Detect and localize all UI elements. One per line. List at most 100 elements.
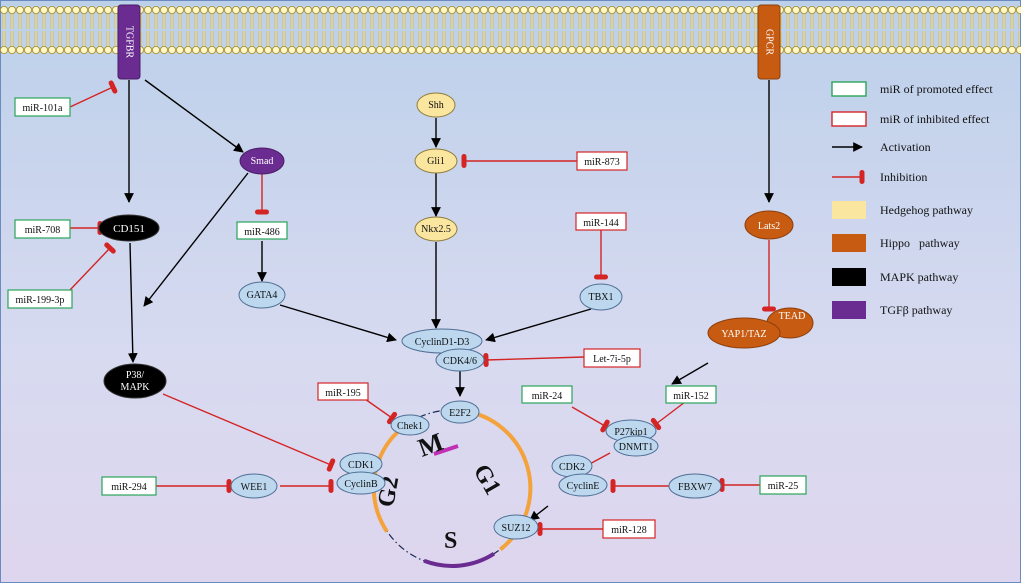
mir199-box: miR-199-3p <box>7 289 73 309</box>
svg-text:SUZ12: SUZ12 <box>502 523 531 534</box>
svg-text:Smad: Smad <box>251 156 274 167</box>
nodes: Smad CD151 P38/ MAPK Shh Gli1 Nkx2.5 GAT… <box>98 92 814 540</box>
arrow-tbx1-cyclind <box>485 308 592 343</box>
legend-hedgehog-swatch <box>832 201 866 219</box>
gata4-node: GATA4 <box>238 281 286 309</box>
legend-mapk: MAPK pathway <box>832 268 958 286</box>
let7i-box: Let-7i-5p <box>583 348 641 368</box>
mir294-box: miR-294 <box>101 476 157 496</box>
legend-inhibited-swatch <box>831 111 867 127</box>
svg-text:Chek1: Chek1 <box>397 421 423 432</box>
svg-text:miR-101a: miR-101a <box>23 103 64 114</box>
svg-text:P27kip1: P27kip1 <box>614 427 647 438</box>
legend-hippo: Hippo pathway <box>832 234 960 252</box>
legend-activation-label: Activation <box>880 140 931 154</box>
legend-hedgehog-label: Hedgehog pathway <box>880 203 973 217</box>
legend-promoted-label: miR of promoted effect <box>880 82 993 96</box>
tgfbr-receptor: TGFBR <box>117 4 141 80</box>
svg-text:DNMT1: DNMT1 <box>619 442 653 453</box>
svg-text:Shh: Shh <box>428 100 444 111</box>
arrow-yap-mir152 <box>671 362 709 385</box>
cell-membrane <box>0 3 1021 63</box>
cyclinb-node: CyclinB <box>336 471 386 495</box>
svg-text:TEAD: TEAD <box>779 311 806 322</box>
lats2-node: Lats2 <box>744 210 794 240</box>
chek1-node: Chek1 <box>390 414 430 436</box>
svg-text:miR-873: miR-873 <box>584 157 620 168</box>
legend-tgfb: TGFβ pathway <box>832 301 952 319</box>
legend-mapk-swatch <box>832 268 866 286</box>
svg-text:miR-144: miR-144 <box>583 218 619 229</box>
svg-text:CDK2: CDK2 <box>559 462 585 473</box>
svg-text:miR-128: miR-128 <box>611 525 647 536</box>
gpcr-label: GPCR <box>764 29 775 55</box>
mir486-box: miR-486 <box>236 221 288 240</box>
svg-text:CDK1: CDK1 <box>348 460 374 471</box>
svg-text:Let-7i-5p: Let-7i-5p <box>593 354 631 365</box>
mirna-boxes: miR-101a miR-708 miR-199-3p miR-486 miR-… <box>7 97 807 539</box>
shh-node: Shh <box>416 92 456 118</box>
inhibit-mir152-p27 <box>650 401 686 431</box>
svg-text:WEE1: WEE1 <box>241 482 268 493</box>
suz12-node: SUZ12 <box>493 514 539 540</box>
dnmt1-node: DNMT1 <box>613 435 659 457</box>
p38-mapk-node: P38/ MAPK <box>103 363 167 399</box>
arrow-tgfbr-smad <box>144 79 244 153</box>
svg-text:CyclinB: CyclinB <box>344 479 378 490</box>
svg-text:Gli1: Gli1 <box>427 156 445 167</box>
mir873-box: miR-873 <box>576 151 628 171</box>
legend-mapk-label: MAPK pathway <box>880 270 958 284</box>
inhibit-mir24-p27 <box>571 406 610 433</box>
inhibit-let7i-cdk46 <box>483 353 585 367</box>
arrow-gata4-cyclind <box>279 304 397 343</box>
gli1-node: Gli1 <box>414 148 458 174</box>
svg-text:Lats2: Lats2 <box>758 221 780 232</box>
svg-text:miR-195: miR-195 <box>325 388 361 399</box>
legend-tgfb-label: TGFβ pathway <box>880 303 952 317</box>
svg-text:miR-294: miR-294 <box>111 482 147 493</box>
legend-inhibited: miR of inhibited effect <box>831 111 990 127</box>
m-phase-mark <box>433 444 459 456</box>
svg-text:YAP1/TAZ: YAP1/TAZ <box>721 329 766 340</box>
svg-text:E2F2: E2F2 <box>449 408 471 419</box>
svg-text:CyclinE: CyclinE <box>567 481 600 492</box>
legend-tgfb-swatch <box>832 301 866 319</box>
svg-text:CD151: CD151 <box>113 223 145 235</box>
mir25-box: miR-25 <box>759 475 807 495</box>
mir101a-box: miR-101a <box>14 97 71 117</box>
wee1-node: WEE1 <box>230 473 278 499</box>
fbxw7-node: FBXW7 <box>668 473 722 499</box>
svg-text:miR-486: miR-486 <box>244 227 280 238</box>
legend-inhibition-label: Inhibition <box>880 170 927 184</box>
svg-text:TBX1: TBX1 <box>589 292 614 303</box>
legend-activation: Activation <box>832 140 931 154</box>
svg-text:miR-25: miR-25 <box>768 481 799 492</box>
mir144-box: miR-144 <box>575 212 627 231</box>
smad-node: Smad <box>239 147 285 175</box>
cyclind-node: CyclinD1-D3 <box>401 328 483 354</box>
svg-text:GATA4: GATA4 <box>247 290 278 301</box>
inhibit-mir195-chek1 <box>364 398 398 425</box>
svg-text:Nkx2.5: Nkx2.5 <box>421 224 451 235</box>
legend-hedgehog: Hedgehog pathway <box>832 201 973 219</box>
inhibit-mir199-cd151 <box>69 242 116 291</box>
gpcr-receptor: GPCR <box>757 4 781 80</box>
legend-hippo-swatch <box>832 234 866 252</box>
legend-inhibited-label: miR of inhibited effect <box>880 112 990 126</box>
legend-promoted-swatch <box>831 81 867 97</box>
mir128-box: miR-128 <box>602 519 656 539</box>
tbx1-node: TBX1 <box>579 283 623 311</box>
e2f2-node: E2F2 <box>440 400 480 424</box>
phase-s: S <box>444 528 457 554</box>
mir195-box: miR-195 <box>317 382 369 401</box>
mir24-box: miR-24 <box>521 385 573 404</box>
svg-text:miR-708: miR-708 <box>25 225 61 236</box>
inhibition-lines <box>69 80 776 536</box>
svg-text:CyclinD1-D3: CyclinD1-D3 <box>415 337 469 348</box>
s-arc <box>423 552 496 568</box>
svg-text:miR-24: miR-24 <box>532 391 563 402</box>
cdk46-node: CDK4/6 <box>435 348 485 372</box>
mir152-box: miR-152 <box>665 385 717 404</box>
